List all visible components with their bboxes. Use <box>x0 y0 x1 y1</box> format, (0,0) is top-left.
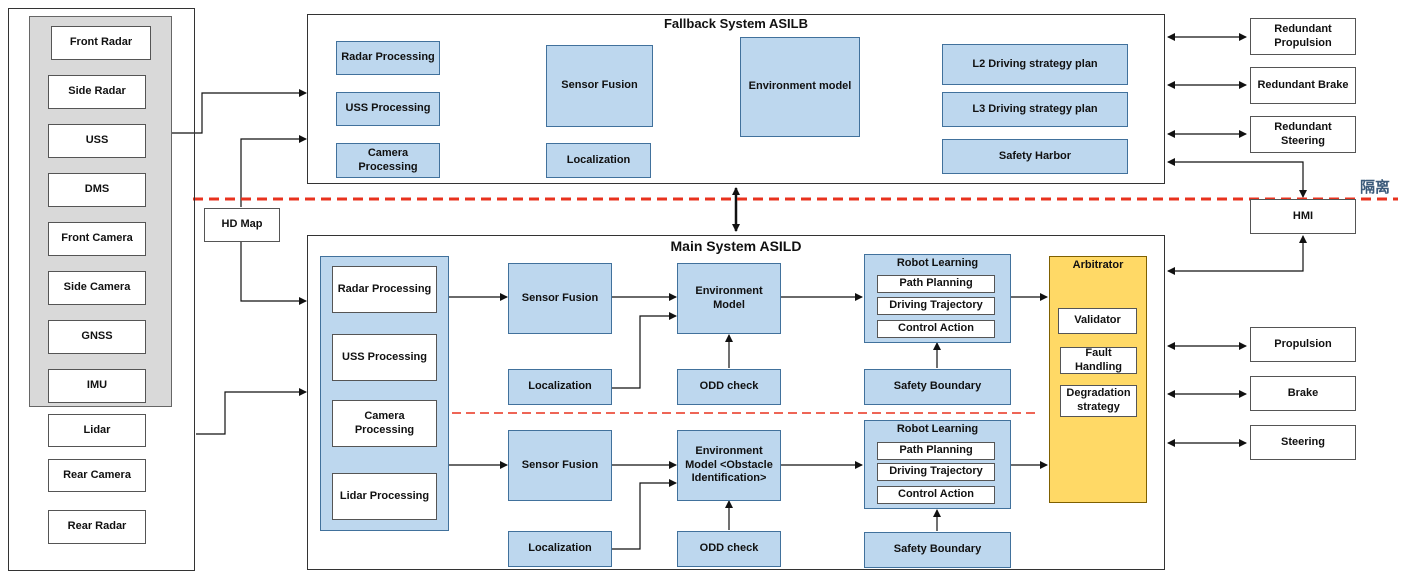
arrow-main2-loc-to-env <box>612 479 677 550</box>
main-camera-processing: Camera Processing <box>332 400 437 447</box>
fb-environment-model: Environment model <box>740 37 860 137</box>
arrow-main-loc-to-env <box>612 312 677 389</box>
main-sensor-fusion: Sensor Fusion <box>508 263 612 334</box>
fb-sensor-fusion: Sensor Fusion <box>546 45 653 127</box>
sensor-lidar: Lidar <box>48 414 146 447</box>
fb-camera-processing: Camera Processing <box>336 143 440 178</box>
sensor-front-camera: Front Camera <box>48 222 146 256</box>
actuator-steering: Steering <box>1250 425 1356 460</box>
main-path-planning: Path Planning <box>877 275 995 293</box>
arbitrator <box>1049 256 1147 503</box>
main-control-action: Control Action <box>877 320 995 338</box>
sensor-gnss: GNSS <box>48 320 146 354</box>
fb-radar-processing: Radar Processing <box>336 41 440 75</box>
main2-sensor-fusion: Sensor Fusion <box>508 430 612 501</box>
main2-path-planning: Path Planning <box>877 442 995 460</box>
main-environment-model: Environment Model <box>677 263 781 334</box>
arrow-sensors-to-fallback <box>172 89 307 134</box>
main2-safety-boundary: Safety Boundary <box>864 532 1011 568</box>
fb-uss-processing: USS Processing <box>336 92 440 126</box>
main2-driving-trajectory: Driving Trajectory <box>877 463 995 481</box>
sensor-frame <box>8 8 195 571</box>
main2-localization: Localization <box>508 531 612 567</box>
main2-robot-learning-title: Robot Learning <box>896 423 979 435</box>
sensor-dms: DMS <box>48 173 146 207</box>
sensor-uss: USS <box>48 124 146 158</box>
fb-l2-plan: L2 Driving strategy plan <box>942 44 1128 85</box>
arrow-fb-hmi <box>1167 158 1307 198</box>
arrow-main-hmi <box>1167 235 1307 275</box>
fb-l3-plan: L3 Driving strategy plan <box>942 92 1128 127</box>
arbitrator-fault-handling: Fault Handling <box>1060 347 1137 374</box>
arrow-lidar-to-main <box>196 388 307 435</box>
main-radar-processing: Radar Processing <box>332 266 437 313</box>
main-system-title: Main System ASILD <box>670 238 802 254</box>
arrow-hdmap-to-fallback <box>240 135 307 207</box>
arbitrator-title: Arbitrator <box>1072 259 1124 271</box>
actuator-redundant-steering: Redundant Steering <box>1250 116 1356 153</box>
actuator-brake: Brake <box>1250 376 1356 411</box>
sensor-side-camera: Side Camera <box>48 271 146 305</box>
sensor-rear-camera: Rear Camera <box>48 459 146 492</box>
main2-control-action: Control Action <box>877 486 995 504</box>
actuator-propulsion: Propulsion <box>1250 327 1356 362</box>
main-safety-boundary: Safety Boundary <box>864 369 1011 405</box>
sensor-rear-radar: Rear Radar <box>48 510 146 544</box>
main-uss-processing: USS Processing <box>332 334 437 381</box>
fb-localization: Localization <box>546 143 651 178</box>
sensor-side-radar: Side Radar <box>48 75 146 109</box>
arrow-hdmap-to-main <box>240 242 307 305</box>
sensor-front-radar: Front Radar <box>51 26 151 60</box>
hd-map: HD Map <box>204 208 280 242</box>
main2-environment-model: Environment Model <Obstacle Identificati… <box>677 430 781 501</box>
actuator-hmi: HMI <box>1250 199 1356 234</box>
main-localization: Localization <box>508 369 612 405</box>
main-lidar-processing: Lidar Processing <box>332 473 437 520</box>
fb-safety-harbor: Safety Harbor <box>942 139 1128 174</box>
isolation-label: 隔离 <box>1360 179 1391 196</box>
main-robot-learning-title: Robot Learning <box>896 257 979 269</box>
arbitrator-validator: Validator <box>1058 308 1137 334</box>
main-odd-check: ODD check <box>677 369 781 405</box>
main2-odd-check: ODD check <box>677 531 781 567</box>
main-system-frame <box>307 235 1165 570</box>
sensor-imu: IMU <box>48 369 146 403</box>
fallback-system-title: Fallback System ASILB <box>663 16 808 31</box>
main-driving-trajectory: Driving Trajectory <box>877 297 995 315</box>
actuator-redundant-brake: Redundant Brake <box>1250 67 1356 104</box>
actuator-redundant-propulsion: Redundant Propulsion <box>1250 18 1356 55</box>
arbitrator-degradation-strategy: Degradation strategy <box>1060 385 1137 417</box>
